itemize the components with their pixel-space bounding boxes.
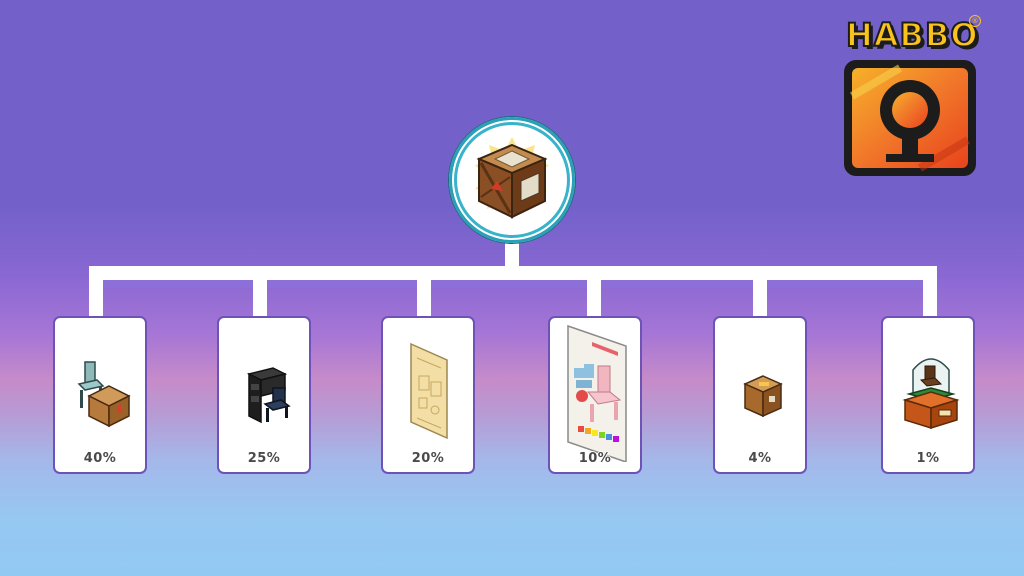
prize-card-1[interactable]: 40%	[53, 316, 147, 474]
prize-card-2[interactable]: 25%	[217, 316, 311, 474]
prize-card-5[interactable]: 4%	[713, 316, 807, 474]
chair-display-case-icon	[902, 358, 960, 430]
prize-card-4[interactable]: 10%	[548, 316, 642, 474]
drop-chance-label: 20%	[411, 451, 445, 466]
plastyk-poster-icon	[567, 324, 627, 462]
black-desk-chair-icon	[246, 367, 291, 424]
prize-card-3[interactable]: 20%	[381, 316, 475, 474]
blueprint-poster-icon	[410, 342, 448, 440]
small-crate-icon	[743, 375, 783, 418]
drop-chance-label: 4%	[748, 451, 772, 466]
habbo-keyhole-icon	[844, 60, 976, 176]
drop-chance-label: 1%	[916, 451, 940, 466]
mystery-box-circle[interactable]	[449, 117, 575, 243]
habbo-wordmark: HABBO	[845, 15, 979, 55]
wooden-crate-icon	[475, 137, 549, 219]
prize-card-6[interactable]: 1%	[881, 316, 975, 474]
chair-and-crate-icon	[77, 361, 131, 428]
drop-chance-label: 10%	[578, 451, 612, 466]
registered-mark: ®	[969, 15, 981, 27]
drop-chance-label: 40%	[83, 451, 117, 466]
drop-chance-label: 25%	[247, 451, 281, 466]
